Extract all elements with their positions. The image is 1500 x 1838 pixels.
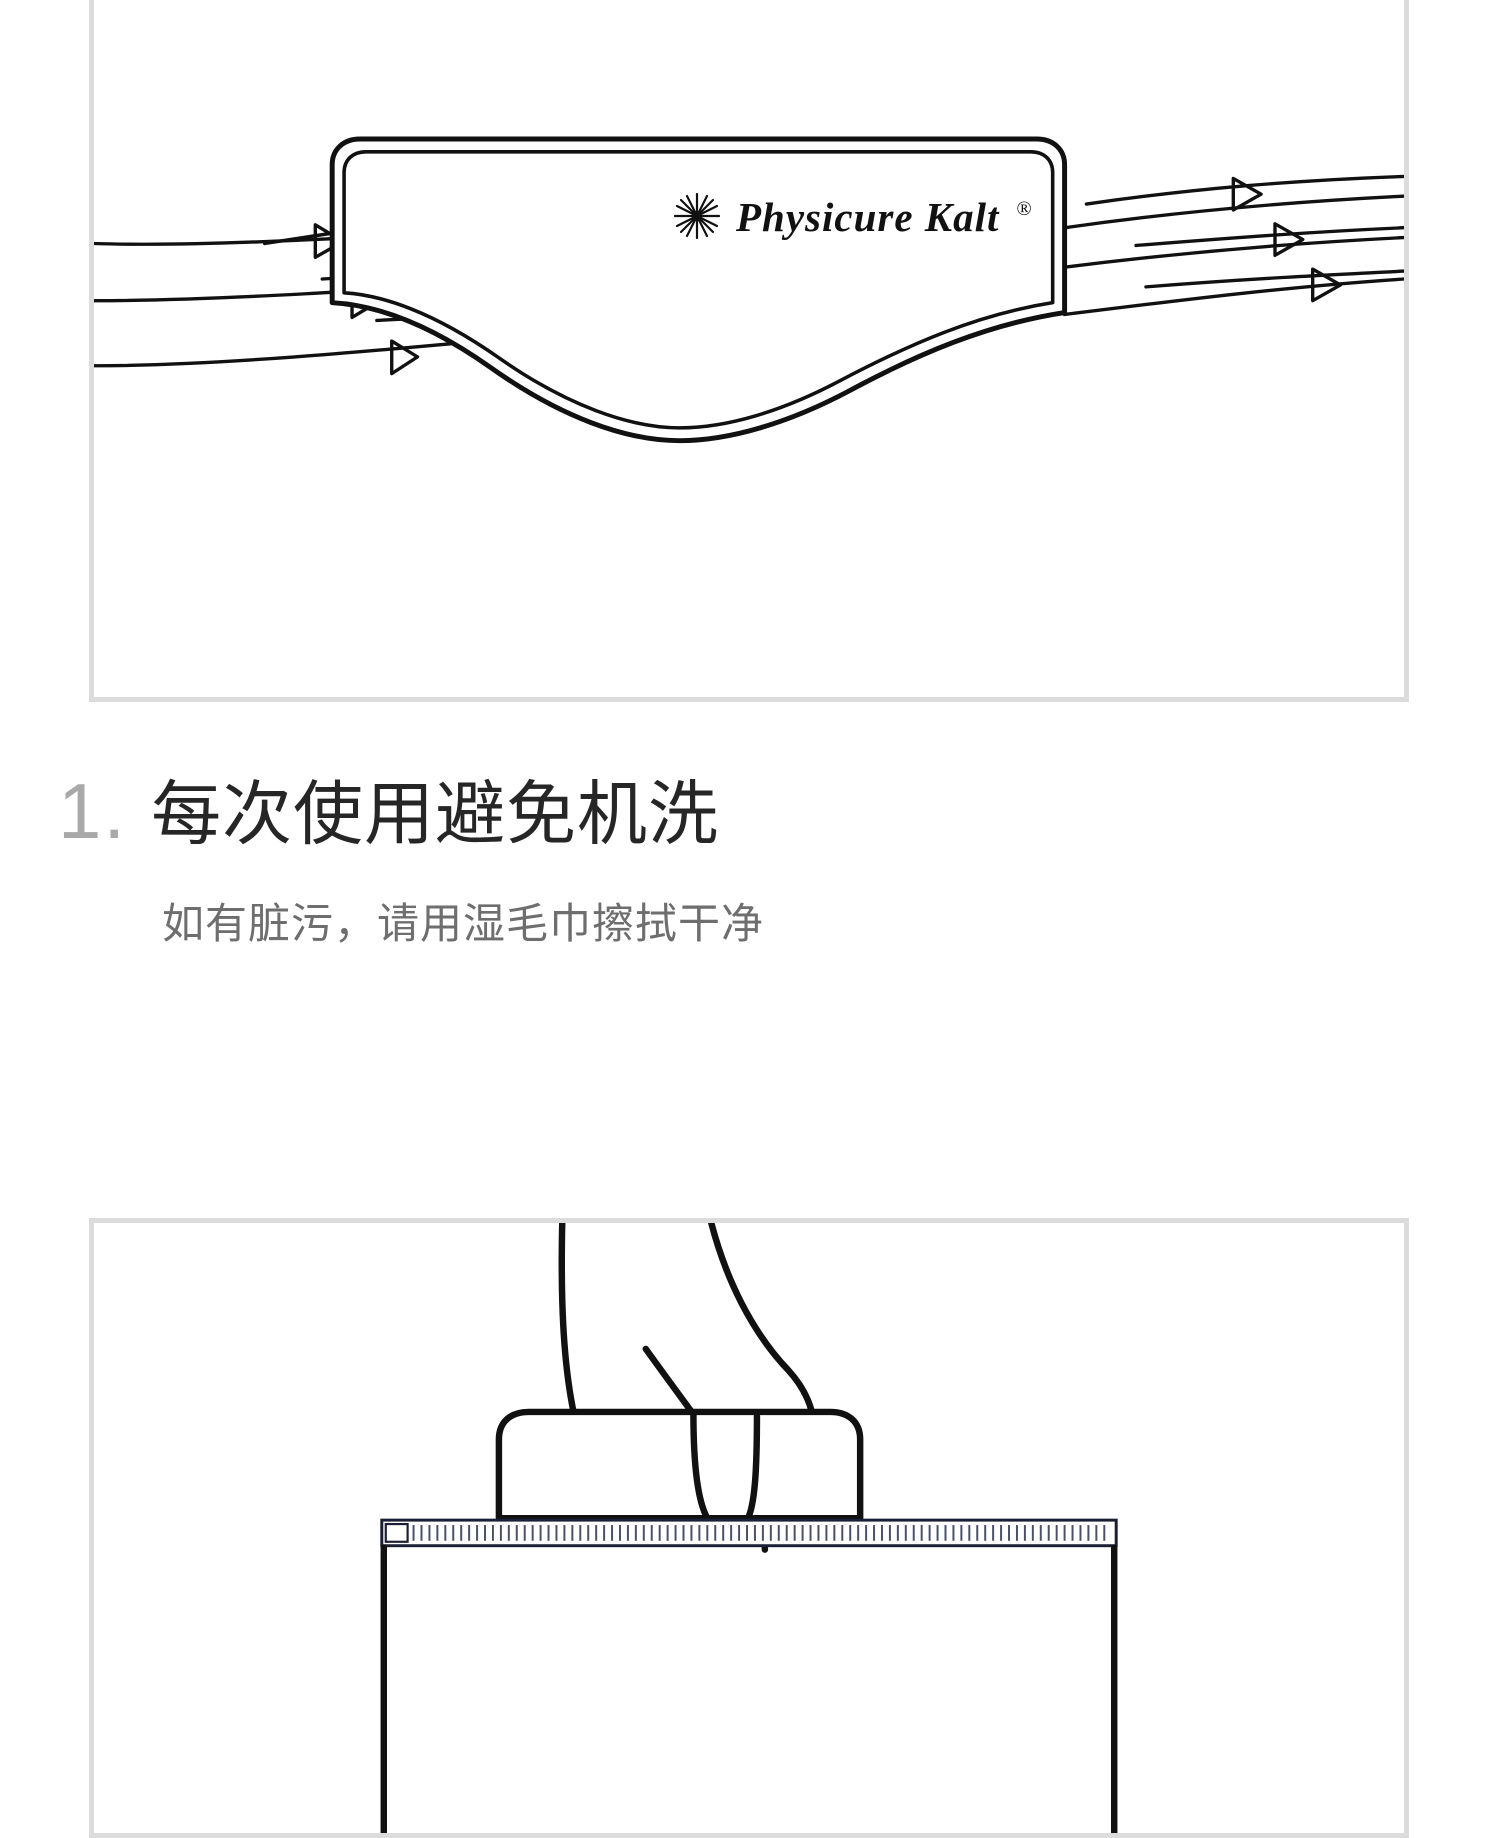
bag-lower-body [380,1544,1118,1833]
zipper-teeth-icon [380,1518,1118,1548]
step-headline: 1. 每次使用避免机洗 [0,772,1500,850]
airflow-arrowheads-right [1231,176,1343,303]
step-subtitle: 如有脏污，请用湿毛巾擦拭干净 [162,900,765,947]
step-number: 1. [58,767,128,855]
step-block: 1. 每次使用避免机洗 如有脏污，请用湿毛巾擦拭干净 [0,772,1500,951]
belt-body-inner-outline [342,150,1055,430]
belt-airflow-illustration [94,136,1404,444]
step-title: 每次使用避免机洗 [151,775,720,853]
belt-body [329,136,1068,444]
hand-inserting-pack-illustration [380,1223,1118,1833]
figure-hand-frame [89,1218,1409,1838]
figure-airflow-frame: Physicure Kalt ® [89,0,1409,702]
pack-body [495,1408,864,1522]
